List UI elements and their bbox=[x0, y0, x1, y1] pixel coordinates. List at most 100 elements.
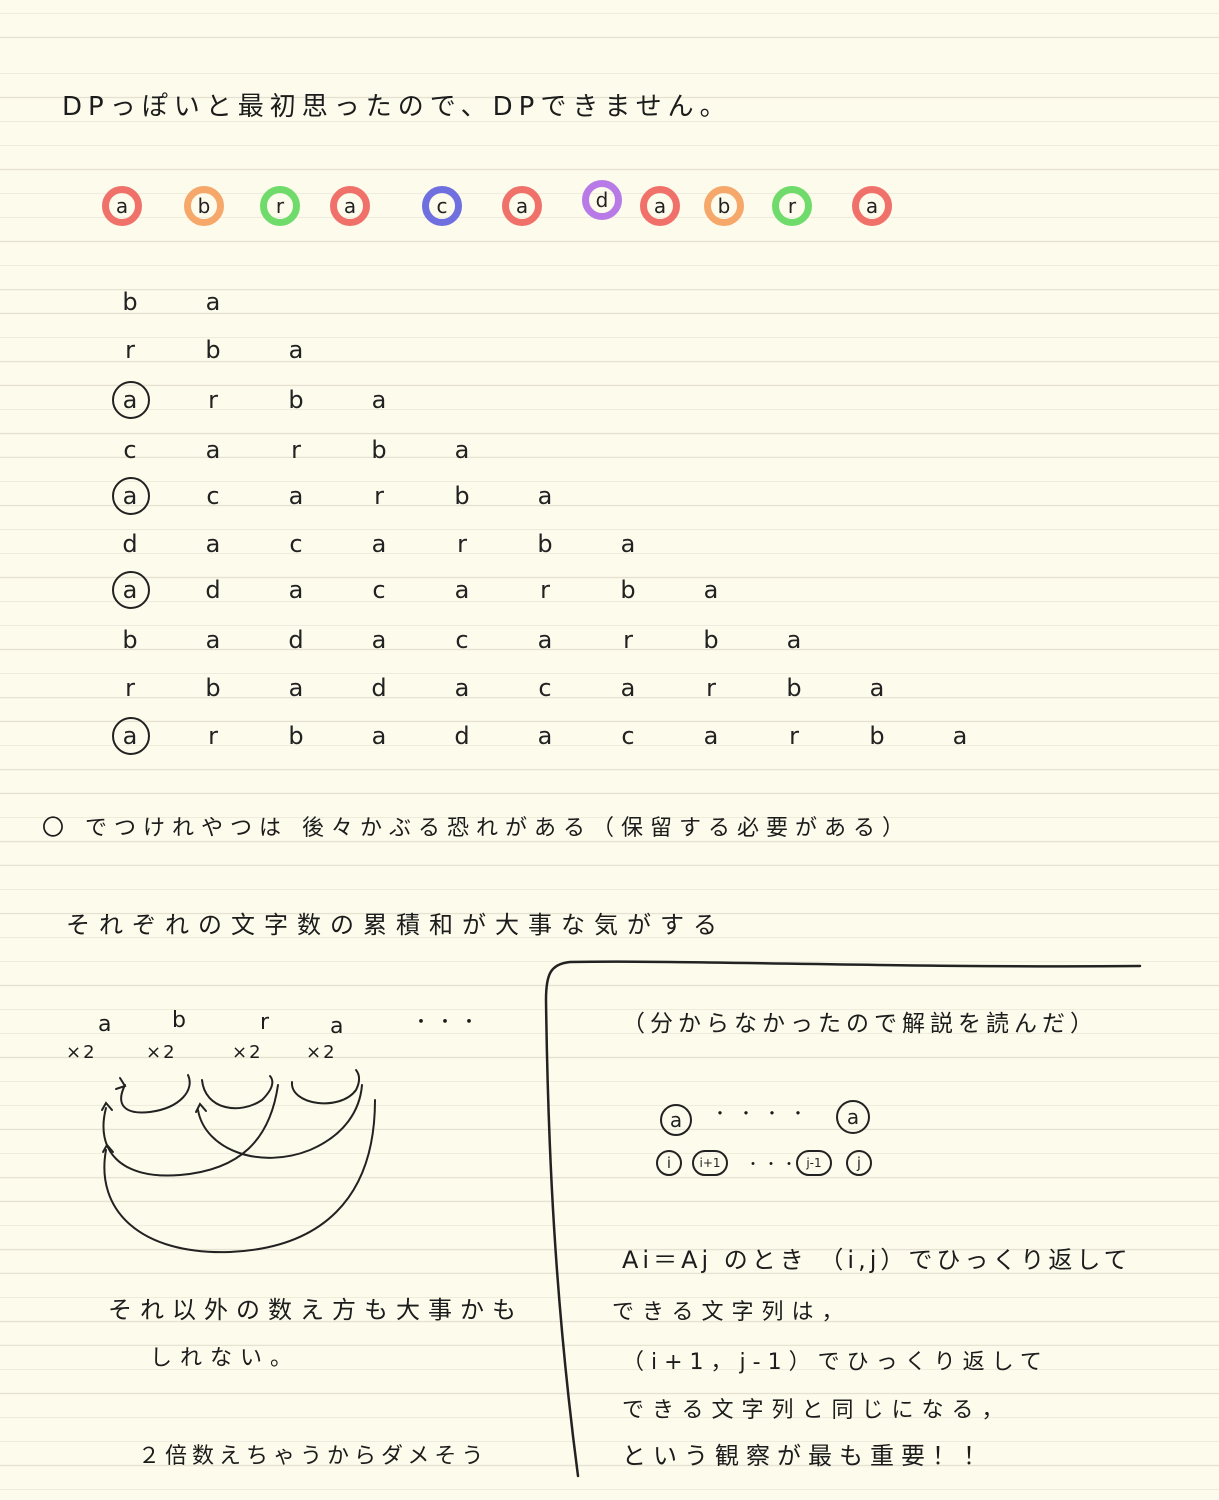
arc-mark-1: ×2 bbox=[66, 1042, 97, 1063]
triangle-cell-r9-c8: r bbox=[706, 674, 716, 702]
triangle-cell-r6-c2: a bbox=[205, 530, 221, 558]
triangle-cell-r5-c2: c bbox=[206, 482, 220, 510]
triangle-cell-r4-c2: a bbox=[205, 436, 221, 464]
triangle-cell-r8-c2: a bbox=[205, 626, 221, 654]
arc-letter-b: b bbox=[172, 1008, 192, 1033]
triangle-cell-r10-c8: a bbox=[703, 722, 719, 750]
triangle-cell-r8-c8: b bbox=[703, 626, 719, 654]
triangle-cell-r4-c1: c bbox=[123, 436, 137, 464]
triangle-cell-r8-c4: a bbox=[371, 626, 387, 654]
triangle-cell-r9-c2: b bbox=[205, 674, 221, 702]
index-j: j bbox=[846, 1150, 872, 1176]
triangle-cell-r8-c5: c bbox=[455, 626, 469, 654]
triangle-cell-r3-c2: r bbox=[208, 386, 218, 414]
sequence-letter-9: b bbox=[704, 186, 744, 226]
triangle-cell-r6-c1: d bbox=[122, 530, 138, 558]
triangle-cell-r4-c4: b bbox=[371, 436, 387, 464]
triangle-cell-r7-c1: a bbox=[110, 571, 150, 609]
triangle-cell-r1-c1: b bbox=[122, 288, 138, 316]
triangle-cell-r6-c4: a bbox=[371, 530, 387, 558]
sequence-letter-4: a bbox=[330, 186, 370, 226]
explanation-line-3: （i+1，j-1）でひっくり返して bbox=[622, 1350, 1049, 1375]
index-i: i bbox=[656, 1150, 682, 1176]
triangle-cell-r10-c11: a bbox=[952, 722, 968, 750]
triangle-cell-r5-c4: r bbox=[374, 482, 384, 510]
top-right-circled-a: a bbox=[836, 1100, 870, 1134]
triangle-cell-r6-c3: c bbox=[289, 530, 303, 558]
triangle-cell-r3-c1: a bbox=[110, 381, 150, 419]
explanation-line-2: できる文字列は， bbox=[612, 1300, 852, 1325]
triangle-cell-r10-c3: b bbox=[288, 722, 304, 750]
arc-mark-3: ×2 bbox=[232, 1042, 263, 1063]
triangle-cell-r9-c6: c bbox=[538, 674, 552, 702]
triangle-cell-r6-c5: r bbox=[457, 530, 467, 558]
observation-note: 〇 でつけれやつは 後々かぶる恐れがある（保留する必要がある） bbox=[42, 816, 911, 841]
sequence-letter-1: a bbox=[102, 186, 142, 226]
triangle-cell-r8-c7: r bbox=[623, 626, 633, 654]
cumulative-sum-note: それぞれの文字数の累積和が大事な気がする bbox=[66, 911, 726, 939]
triangle-cell-r9-c7: a bbox=[620, 674, 636, 702]
triangle-cell-r2-c1: r bbox=[125, 336, 135, 364]
triangle-cell-r5-c1: a bbox=[110, 477, 150, 515]
triangle-cell-r10-c2: r bbox=[208, 722, 218, 750]
triangle-cell-r2-c2: b bbox=[205, 336, 221, 364]
triangle-cell-r10-c9: r bbox=[789, 722, 799, 750]
sequence-letter-2: b bbox=[184, 186, 224, 226]
triangle-cell-r7-c2: d bbox=[205, 576, 221, 604]
triangle-cell-r3-c4: a bbox=[371, 386, 387, 414]
triangle-cell-r10-c1: a bbox=[110, 717, 150, 755]
sequence-letter-8: a bbox=[640, 186, 680, 226]
triangle-cell-r7-c7: b bbox=[620, 576, 636, 604]
header-note: DPっぽいと最初思ったので、DPできません。 bbox=[62, 92, 732, 122]
triangle-cell-r3-c3: b bbox=[288, 386, 304, 414]
triangle-cell-r9-c4: d bbox=[371, 674, 387, 702]
triangle-cell-r8-c3: d bbox=[288, 626, 304, 654]
sequence-letter-10: r bbox=[772, 186, 812, 226]
triangle-cell-r9-c3: a bbox=[288, 674, 304, 702]
triangle-cell-r8-c1: b bbox=[122, 626, 138, 654]
triangle-cell-r9-c1: r bbox=[125, 674, 135, 702]
triangle-cell-r4-c3: r bbox=[291, 436, 301, 464]
sequence-letter-7: d bbox=[582, 180, 622, 220]
triangle-cell-r10-c4: a bbox=[371, 722, 387, 750]
triangle-cell-r10-c7: c bbox=[621, 722, 635, 750]
counting-note-line-2: しれない。 bbox=[150, 1346, 301, 1371]
triangle-cell-r6-c6: b bbox=[537, 530, 553, 558]
index-j-minus-1: j-1 bbox=[796, 1150, 832, 1176]
triangle-cell-r5-c6: a bbox=[537, 482, 553, 510]
sequence-letter-6: a bbox=[502, 186, 542, 226]
sequence-letter-5: c bbox=[422, 186, 462, 226]
triangle-cell-r7-c8: a bbox=[703, 576, 719, 604]
arc-mark-4: ×2 bbox=[306, 1042, 337, 1063]
sequence-letter-11: a bbox=[852, 186, 892, 226]
index-i-plus-1: i+1 bbox=[692, 1150, 728, 1176]
explanation-heading: （分からなかったので解説を読んだ） bbox=[622, 1011, 1098, 1037]
triangle-cell-r6-c7: a bbox=[620, 530, 636, 558]
top-left-circled-a: a bbox=[660, 1104, 692, 1136]
arc-letter-r: r bbox=[260, 1010, 276, 1035]
arc-letter-a2: a bbox=[330, 1014, 350, 1039]
index-dots: ・・・ bbox=[746, 1157, 800, 1173]
triangle-cell-r7-c6: r bbox=[540, 576, 550, 604]
triangle-cell-r7-c5: a bbox=[454, 576, 470, 604]
triangle-cell-r8-c9: a bbox=[786, 626, 802, 654]
triangle-cell-r9-c5: a bbox=[454, 674, 470, 702]
triangle-cell-r7-c4: c bbox=[372, 576, 386, 604]
triangle-cell-r9-c9: b bbox=[786, 674, 802, 702]
arc-letter-a1: a bbox=[98, 1012, 118, 1037]
explanation-line-4: できる文字列と同じになる， bbox=[622, 1398, 1012, 1423]
explanation-line-5: という観察が最も重要！！ bbox=[622, 1442, 994, 1470]
triangle-cell-r9-c10: a bbox=[869, 674, 885, 702]
triangle-cell-r8-c6: a bbox=[537, 626, 553, 654]
triangle-cell-r5-c5: b bbox=[454, 482, 470, 510]
triangle-cell-r5-c3: a bbox=[288, 482, 304, 510]
sequence-letter-3: r bbox=[260, 186, 300, 226]
arc-mark-2: ×2 bbox=[146, 1042, 177, 1063]
explanation-line-1: Ai＝Aj のとき （i,j）でひっくり返して bbox=[622, 1246, 1132, 1274]
triangle-cell-r10-c10: b bbox=[869, 722, 885, 750]
triangle-cell-r1-c2: a bbox=[205, 288, 221, 316]
triangle-cell-r2-c3: a bbox=[288, 336, 304, 364]
triangle-cell-r10-c6: a bbox=[537, 722, 553, 750]
